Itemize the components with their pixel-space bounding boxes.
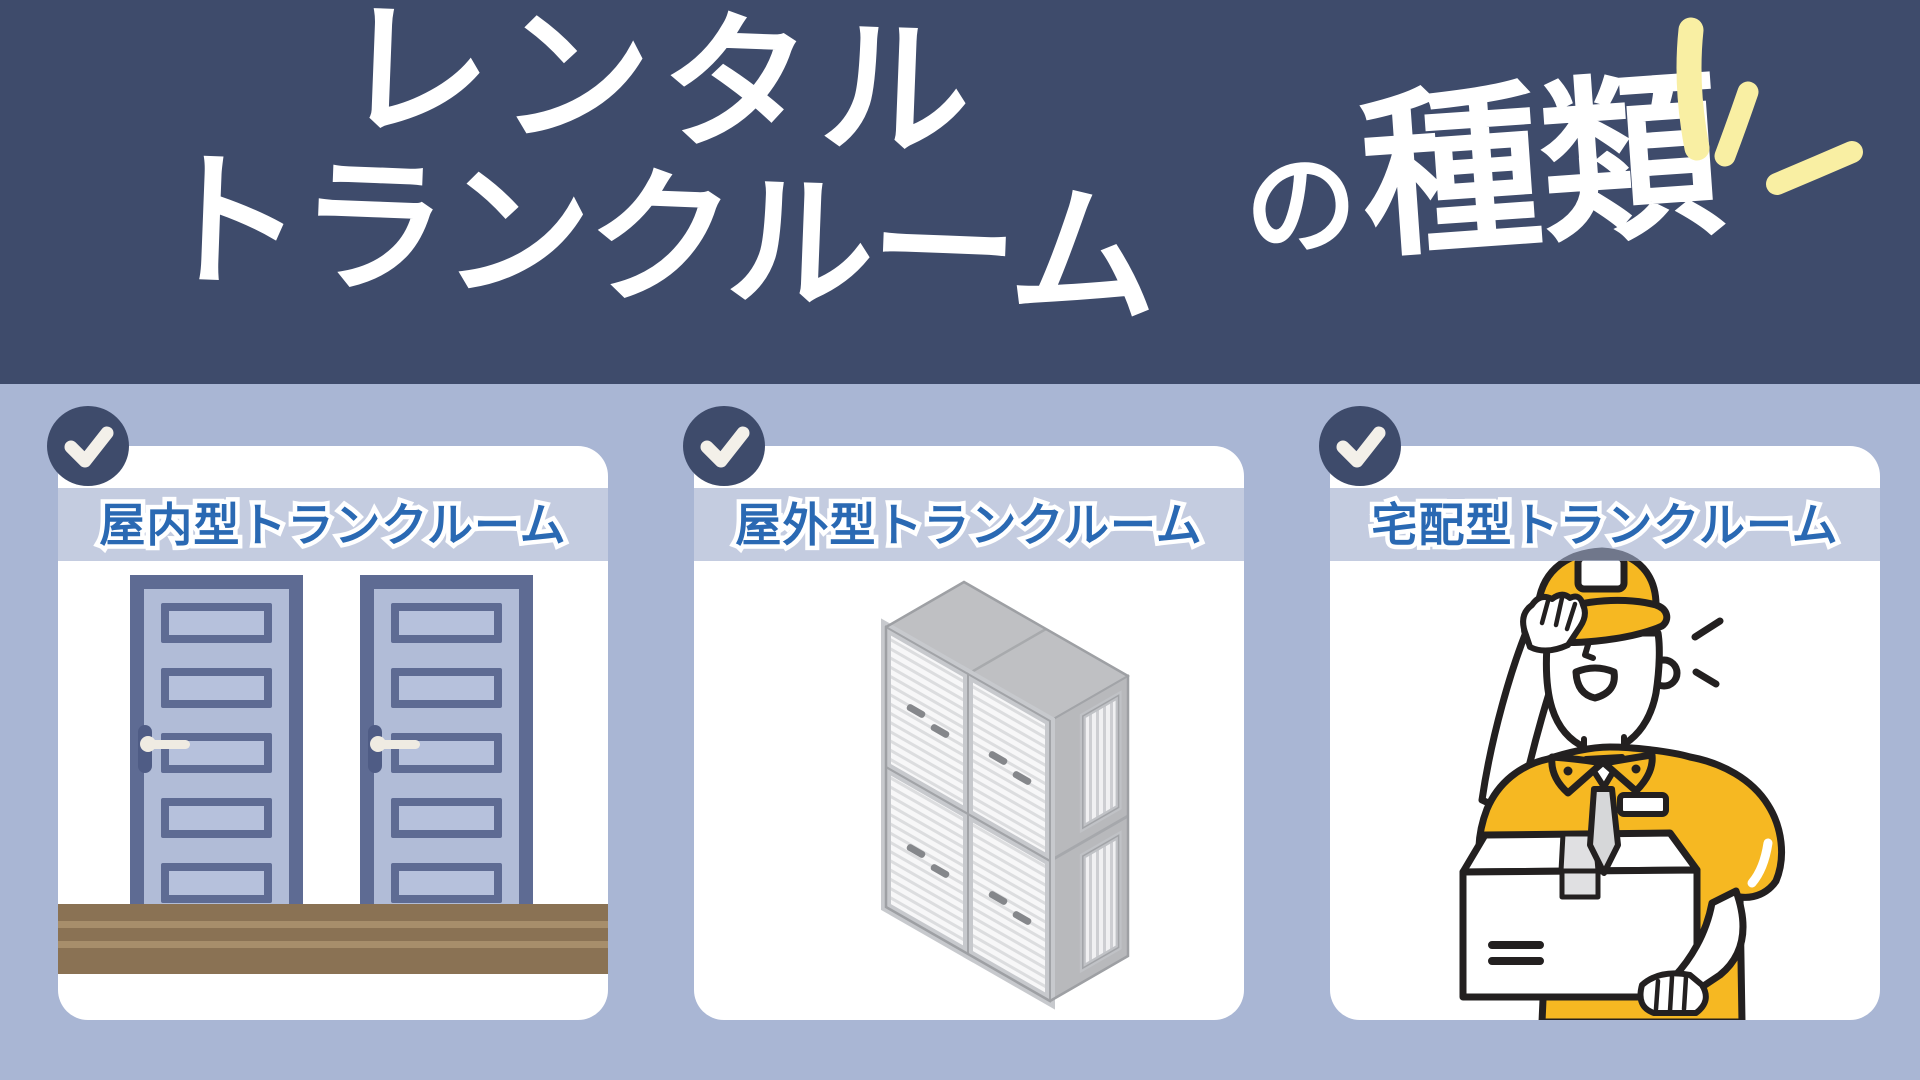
check-circle-icon: [683, 406, 765, 486]
card-label-banner: 屋内型トランクルーム 屋内型トランクルーム: [58, 488, 608, 561]
page-title-line2: トランクルーム: [152, 137, 1157, 342]
card-label-outline: 宅配型トランクルーム: [1367, 497, 1842, 552]
card-outdoor-storage: 屋外型トランクルーム 屋外型トランクルーム: [694, 446, 1244, 1020]
card-label-outline: 屋外型トランクルーム: [731, 497, 1206, 552]
shutter-handles: [906, 704, 1032, 925]
header-banner: レンタル トランクルーム の 種類: [0, 0, 1920, 384]
door-handle-bar: [148, 740, 190, 749]
sparkle-emphasis-icon: [1676, 17, 1863, 195]
door-panel: [391, 798, 502, 838]
door-panel: [391, 733, 502, 773]
door-panel: [161, 863, 272, 903]
storage-door-right: [360, 575, 533, 904]
card-label: 宅配型トランクルーム: [1371, 498, 1839, 551]
card-label: 屋内型トランクルーム: [99, 498, 567, 551]
check-circle-icon: [1319, 406, 1401, 486]
wood-floor: [58, 904, 608, 974]
check-circle-icon: [47, 406, 129, 486]
card-label-banner: 宅配型トランクルーム 宅配型トランクルーム: [1330, 488, 1880, 561]
card-label-banner: 屋外型トランクルーム 屋外型トランクルーム: [694, 488, 1244, 561]
page-title-suffix: の 種類: [1237, 55, 1728, 281]
door-panel: [161, 733, 272, 773]
page-title: レンタル トランクルーム: [144, 0, 1170, 342]
door-panel: [391, 863, 502, 903]
door-panel: [391, 603, 502, 643]
card-indoor-storage: 屋内型トランクルーム 屋内型トランクルーム: [58, 446, 608, 1020]
door-panel: [161, 798, 272, 838]
page-title-particle: の: [1240, 139, 1362, 273]
card-label-outline: 屋内型トランクルーム: [95, 497, 570, 552]
door-panel: [391, 668, 502, 708]
door-handle-knob: [140, 736, 156, 752]
door-surface: [144, 589, 289, 904]
card-delivery-storage: 宅配型トランクルーム 宅配型トランクルーム: [1330, 446, 1880, 1020]
storage-container-stack-illustration: [881, 580, 1131, 1010]
storage-door-left: [130, 575, 303, 904]
door-panel: [161, 668, 272, 708]
delivery-worker-illustration: [1459, 547, 1786, 1020]
door-panel: [161, 603, 272, 643]
door-handle-knob: [370, 736, 386, 752]
door-handle-bar: [378, 740, 420, 749]
card-label: 屋外型トランクルーム: [735, 498, 1203, 551]
